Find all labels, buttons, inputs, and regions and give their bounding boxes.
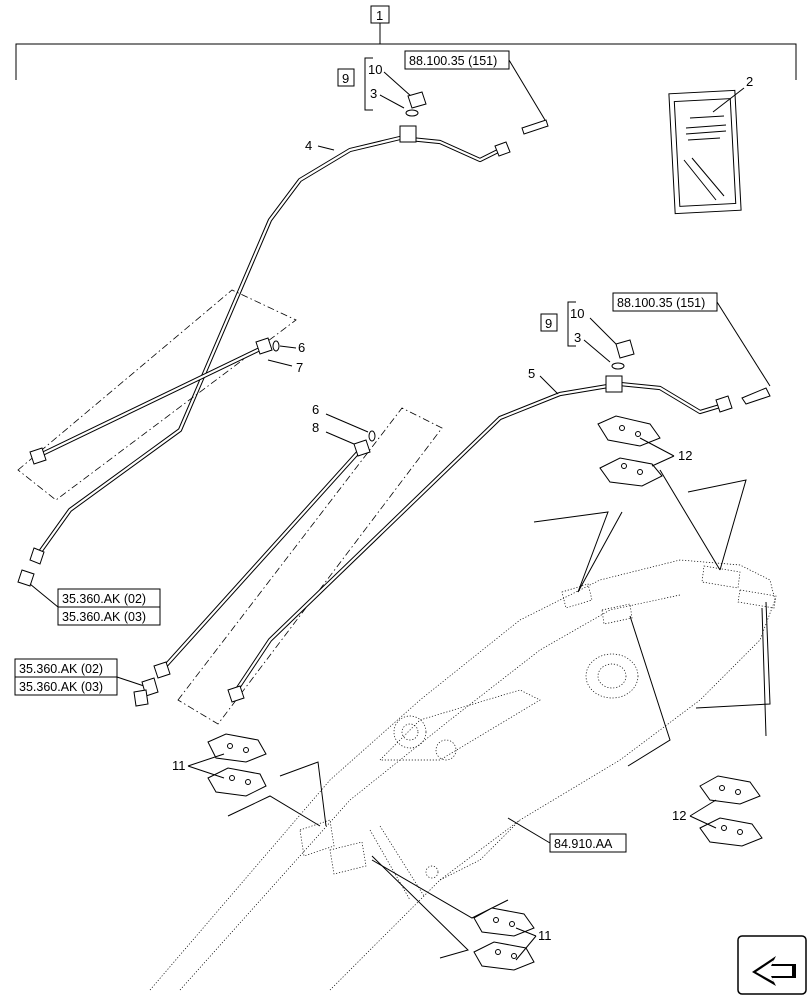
callout-5: 5 — [528, 366, 535, 381]
callout-6-top: 6 — [298, 340, 305, 355]
callout-3-top: 3 — [370, 86, 377, 101]
clamp-11-left: 11 — [172, 733, 267, 797]
callout-7: 7 — [296, 360, 303, 375]
hose-7: 6 7 — [17, 289, 305, 501]
callout-12-top: 12 — [678, 448, 692, 463]
ref-bolt-top: 88.100.35 (151) — [409, 54, 497, 68]
callout-9-top: 9 — [342, 71, 349, 86]
instruction-kit: 2 — [668, 74, 753, 215]
bolt-right: 88.100.35 (151) — [612, 292, 771, 405]
callout-12-bottom: 12 — [672, 808, 686, 823]
boom-outline — [149, 559, 777, 991]
callout-11-left: 11 — [172, 758, 186, 773]
callout-4: 4 — [305, 138, 312, 153]
plug-group-top: 9 10 3 — [337, 57, 427, 117]
pipe-4: 4 — [17, 125, 511, 587]
ref-boom: 84.910.AA — [554, 837, 613, 851]
plug-group-right: 9 10 3 — [540, 301, 635, 370]
connector-ref-lower: 35.360.AK (02) 35.360.AK (03) — [14, 658, 159, 707]
callout-6-lower: 6 — [312, 402, 319, 417]
callout-1: 1 — [376, 8, 383, 23]
pipe-5: 5 — [227, 366, 733, 703]
callout-10-right: 10 — [570, 306, 584, 321]
ref-conn-upper-2: 35.360.AK (03) — [62, 610, 146, 624]
callout-8: 8 — [312, 420, 319, 435]
callout-2: 2 — [746, 74, 753, 89]
connector-ref-upper: 35.360.AK (02) 35.360.AK (03) — [29, 583, 161, 626]
callout-9-right: 9 — [545, 316, 552, 331]
callout-10-top: 10 — [368, 62, 382, 77]
hose-8: 6 8 — [153, 402, 443, 725]
bolt-top: 88.100.35 (151) — [404, 50, 549, 135]
callout-11-bottom: 11 — [538, 928, 552, 943]
clamp-12-top: 12 — [597, 415, 692, 487]
ref-conn-upper-1: 35.360.AK (02) — [62, 592, 146, 606]
boom-ref: 84.910.AA — [507, 817, 627, 853]
assembly-bracket: 1 — [15, 5, 797, 80]
clamp-11-bottom: 11 — [473, 907, 552, 971]
callout-3-right: 3 — [574, 330, 581, 345]
clamp-12-bottom: 12 — [672, 775, 763, 847]
clamp-leaders — [227, 469, 771, 959]
ref-conn-lower-2: 35.360.AK (03) — [19, 680, 103, 694]
ref-conn-lower-1: 35.360.AK (02) — [19, 662, 103, 676]
arrow-icon[interactable] — [737, 935, 807, 995]
ref-bolt-right: 88.100.35 (151) — [617, 296, 705, 310]
